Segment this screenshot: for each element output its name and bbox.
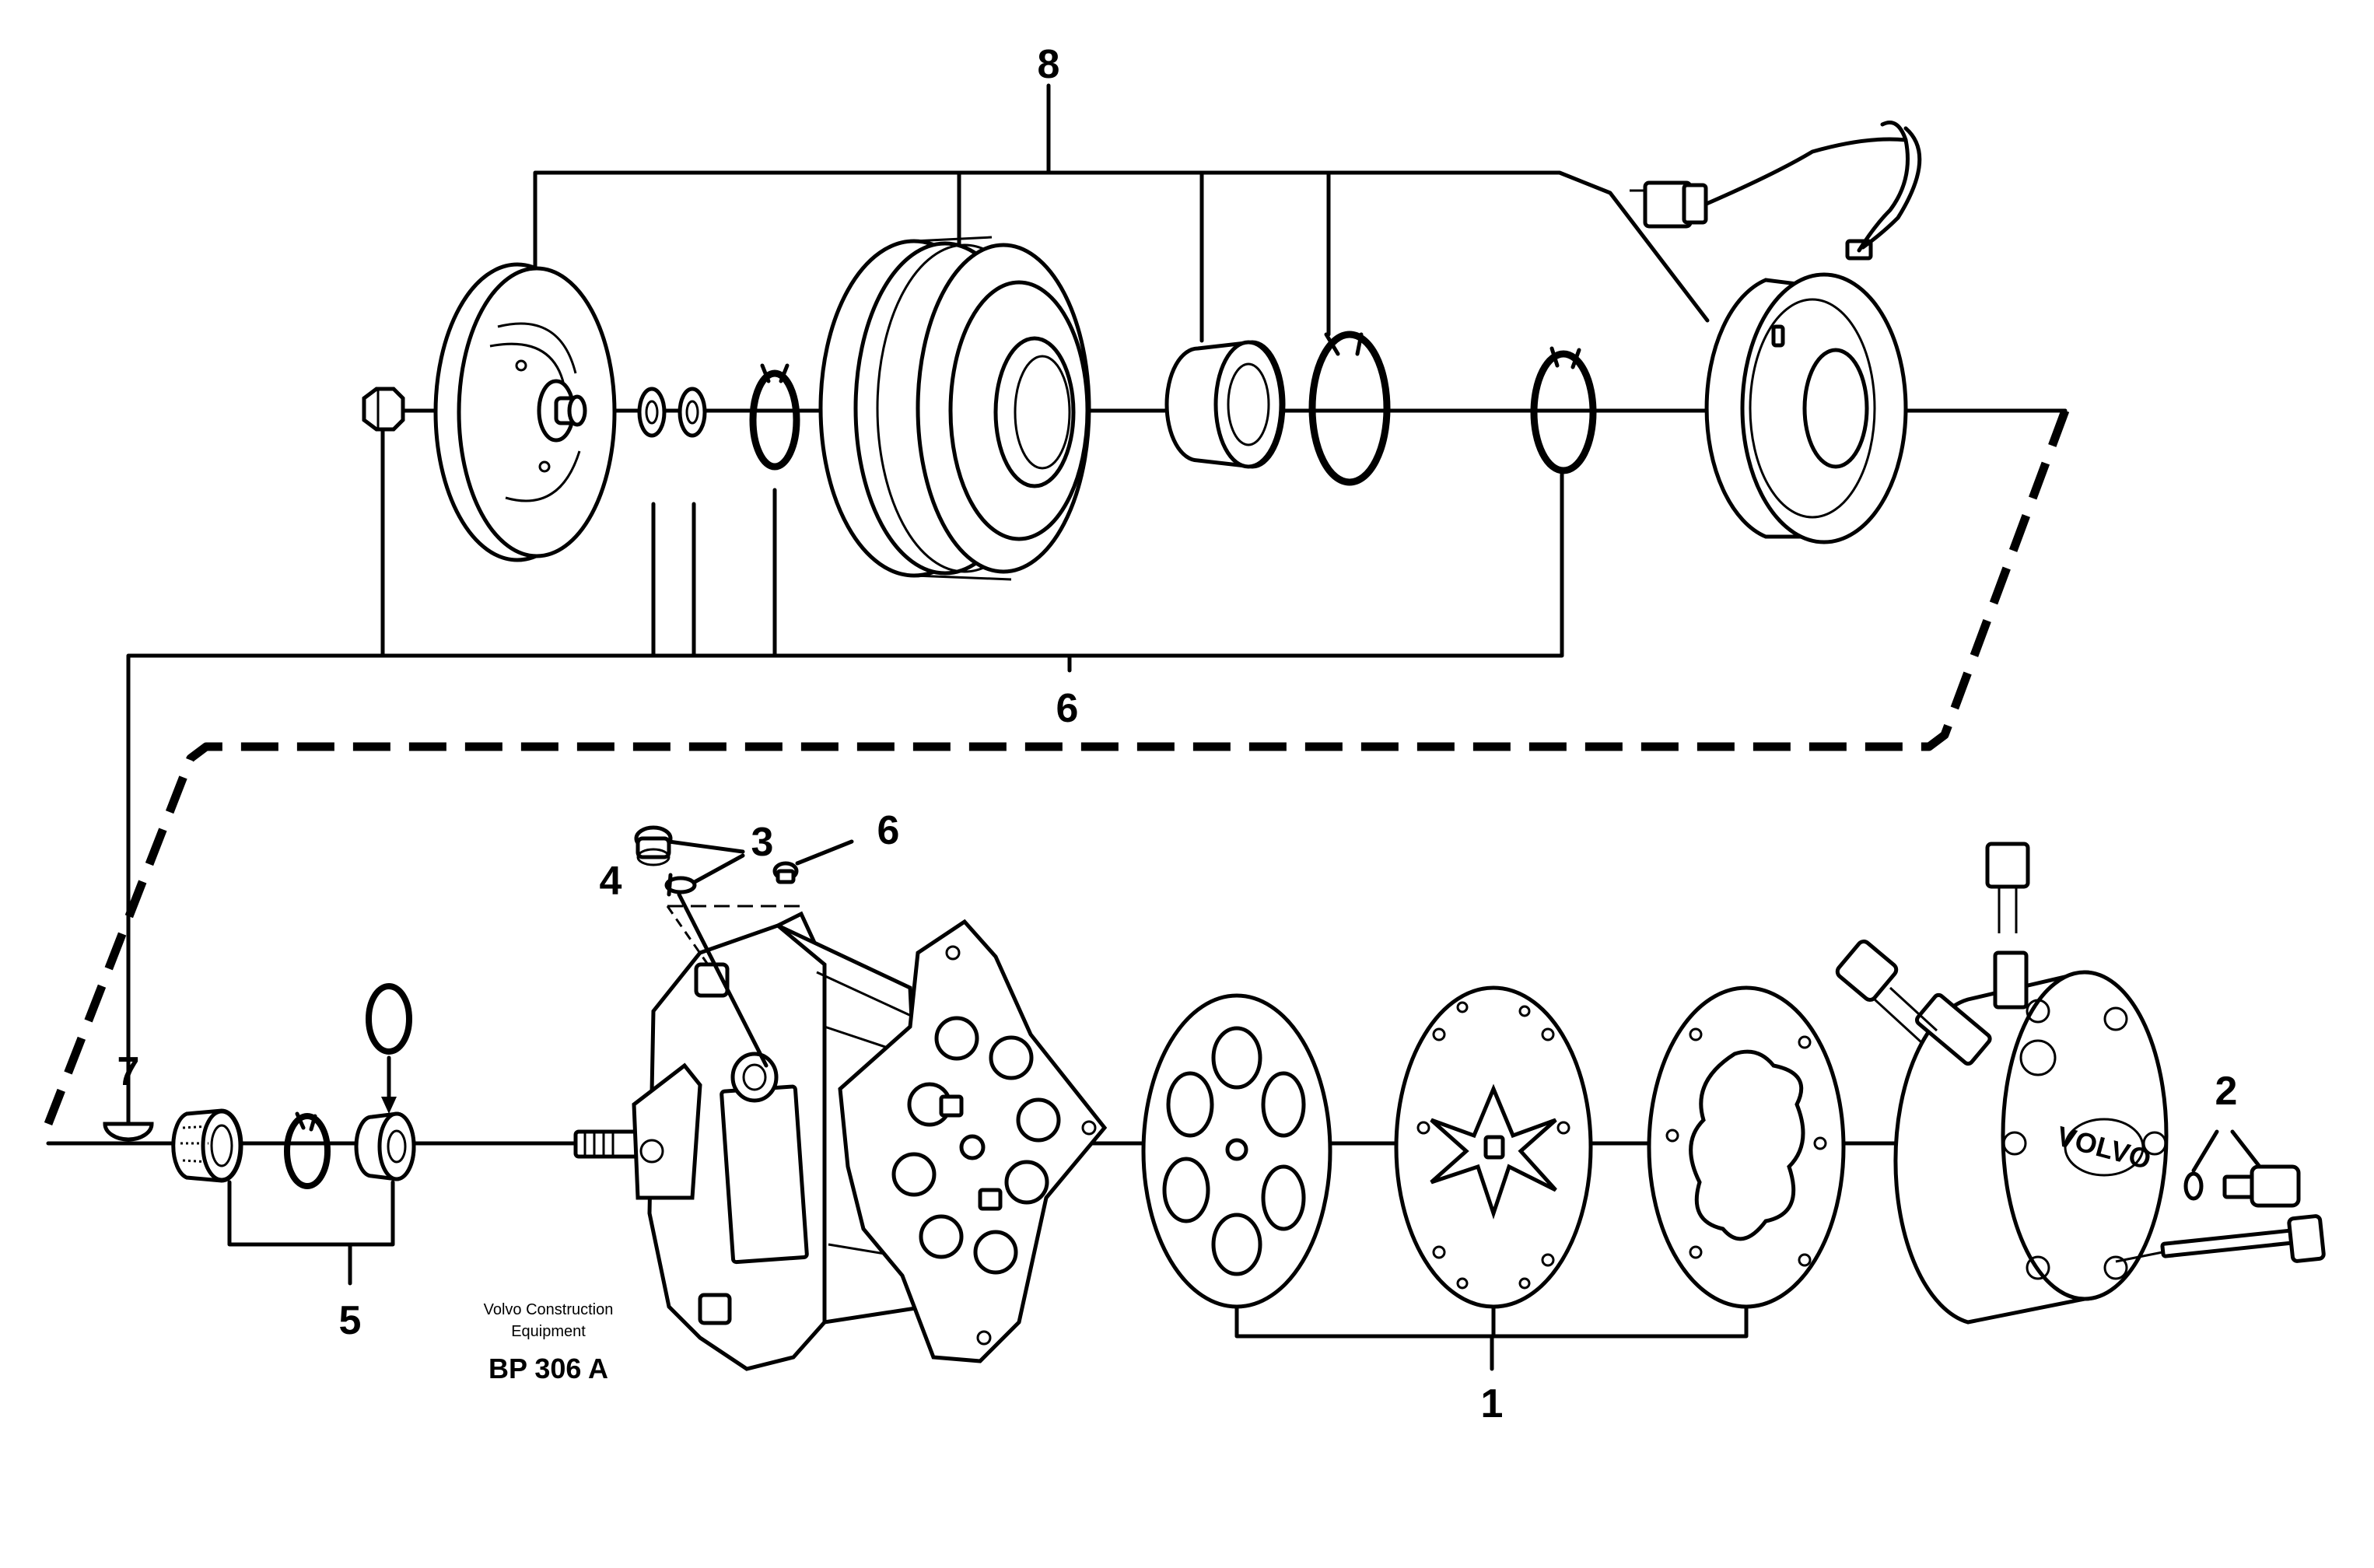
head-through-bolt: [2115, 1214, 2326, 1263]
leader-bracket-6-upper: [126, 424, 1564, 1126]
callout-6-lower: 6: [877, 808, 900, 853]
assembly-connector-dashed: [44, 409, 2070, 1125]
seal-snap-ring: [284, 1111, 331, 1189]
valve-plate: [1394, 985, 1593, 1309]
clutch-field-coil: [1630, 121, 1922, 544]
callout-3: 3: [751, 820, 774, 865]
drawing-code: BP 306 A: [488, 1353, 608, 1384]
valve-plate-gasket: [1141, 993, 1332, 1309]
callout-1: 1: [1481, 1381, 1504, 1426]
seal-o-ring: [366, 983, 412, 1114]
callout-2: 2: [2215, 1069, 2238, 1114]
hex-nut: [362, 387, 405, 432]
snap-ring-3: [1530, 346, 1597, 474]
fitting-with-washer: [2183, 1129, 2301, 1208]
snap-ring-2: [1308, 331, 1391, 486]
credit-line-1: Volvo Construction: [484, 1301, 614, 1318]
small-screw: [772, 861, 799, 884]
shim-washer-1: [637, 387, 667, 438]
credit-line-2: Equipment: [511, 1323, 586, 1340]
leader-bracket-8: [533, 83, 1710, 343]
snap-ring-1: [749, 363, 800, 471]
callout-7: 7: [117, 1049, 140, 1094]
leader-bracket-1: [1234, 1304, 1749, 1371]
pulley-bearing: [1164, 340, 1286, 469]
cylinder-head: VOLVO: [1835, 842, 2169, 1325]
shaft-seal: [354, 1111, 416, 1181]
callout-4: 4: [600, 859, 622, 904]
callout-5: 5: [339, 1298, 362, 1343]
leader-lines-3-4-6: [666, 839, 854, 1068]
woodruff-key: [103, 1122, 154, 1142]
leader-bracket-5: [227, 1180, 395, 1286]
shaft-seal-sleeve: [171, 1108, 243, 1183]
plug-o-ring: [664, 876, 697, 894]
callout-6-upper: 6: [1056, 686, 1079, 731]
oil-fill-plug: [634, 825, 673, 866]
clutch-front-plate: [433, 262, 617, 562]
callout-8: 8: [1038, 42, 1060, 87]
head-gasket: [1647, 985, 1846, 1309]
compressor-body: [573, 911, 1108, 1371]
shim-washer-2: [678, 387, 707, 438]
clutch-pulley: [818, 236, 1091, 581]
